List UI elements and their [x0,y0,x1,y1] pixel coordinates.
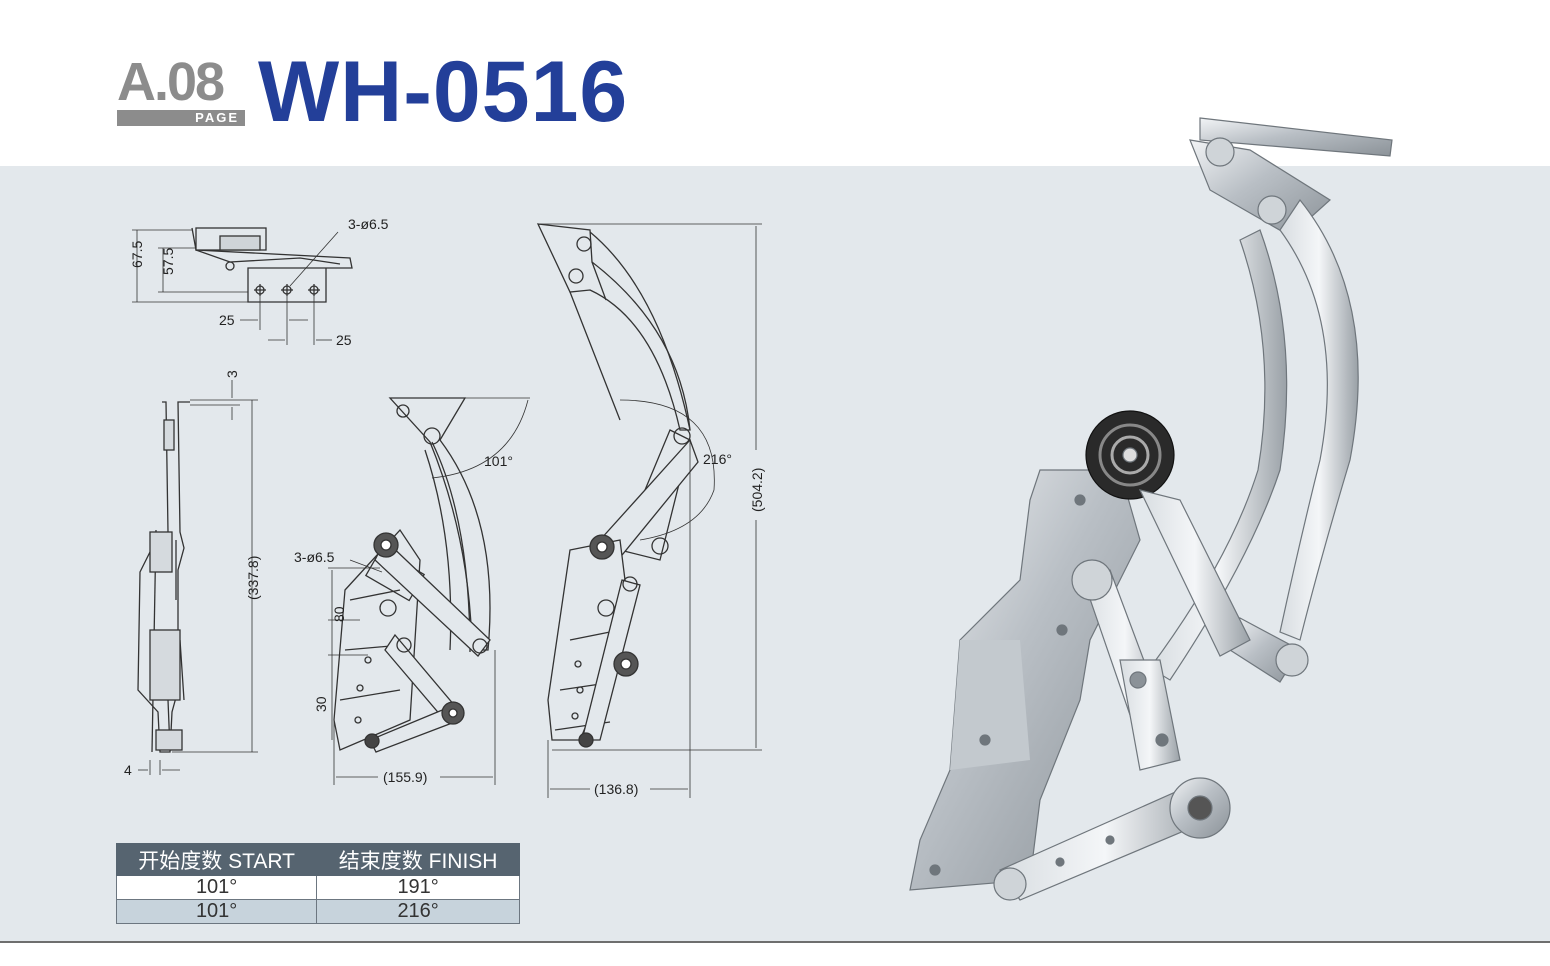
dim-holes-top: 3-ø6.5 [348,216,389,232]
dim-80: 80 [331,606,347,622]
model-title: WH-0516 [258,44,629,140]
dim-67-5: 67.5 [129,241,145,268]
dim-finish-angle: 216° [703,451,732,467]
dim-finish-width: (136.8) [594,781,638,797]
side-view [137,380,258,775]
dim-finish-height: (504.2) [749,468,765,512]
cell-finish: 216° [316,899,520,924]
spec-table-header-row: 开始度数 START 结束度数 FINISH [115,843,520,876]
dim-side-bottom: 4 [124,762,132,778]
start-view [328,397,530,785]
header-finish: 结束度数 FINISH [316,843,520,876]
dim-start-angle: 101° [484,453,513,469]
cell-finish: 191° [316,875,520,900]
header: A.08 PAGE WH-0516 [0,0,1550,166]
top-view [132,227,353,345]
dim-side-top: 3 [224,370,240,378]
cell-start: 101° [115,899,318,924]
table-row: 101° 191° [115,875,520,900]
content-panel [0,166,1550,942]
dim-57-5: 57.5 [160,248,176,275]
page-tag: PAGE [117,110,245,126]
page-label: PAGE [195,110,239,125]
dim-holes-start: 3-ø6.5 [294,549,335,565]
page-code: A.08 [117,52,225,112]
dim-pitch-right: 25 [336,332,352,348]
finish-view [536,223,762,798]
dim-30: 30 [313,696,329,712]
dim-pitch-left: 25 [219,312,235,328]
bottom-rule [0,941,1550,943]
table-row: 101° 216° [115,899,520,924]
dim-side-height: (337.8) [245,556,261,600]
product-photo [909,117,1393,901]
page-badge: A.08 PAGE [117,55,245,127]
cell-start: 101° [115,875,318,900]
dim-start-width: (155.9) [383,769,427,785]
header-start: 开始度数 START [115,843,318,876]
spec-table: 开始度数 START 结束度数 FINISH 101° 191° 101° 21… [115,843,520,924]
